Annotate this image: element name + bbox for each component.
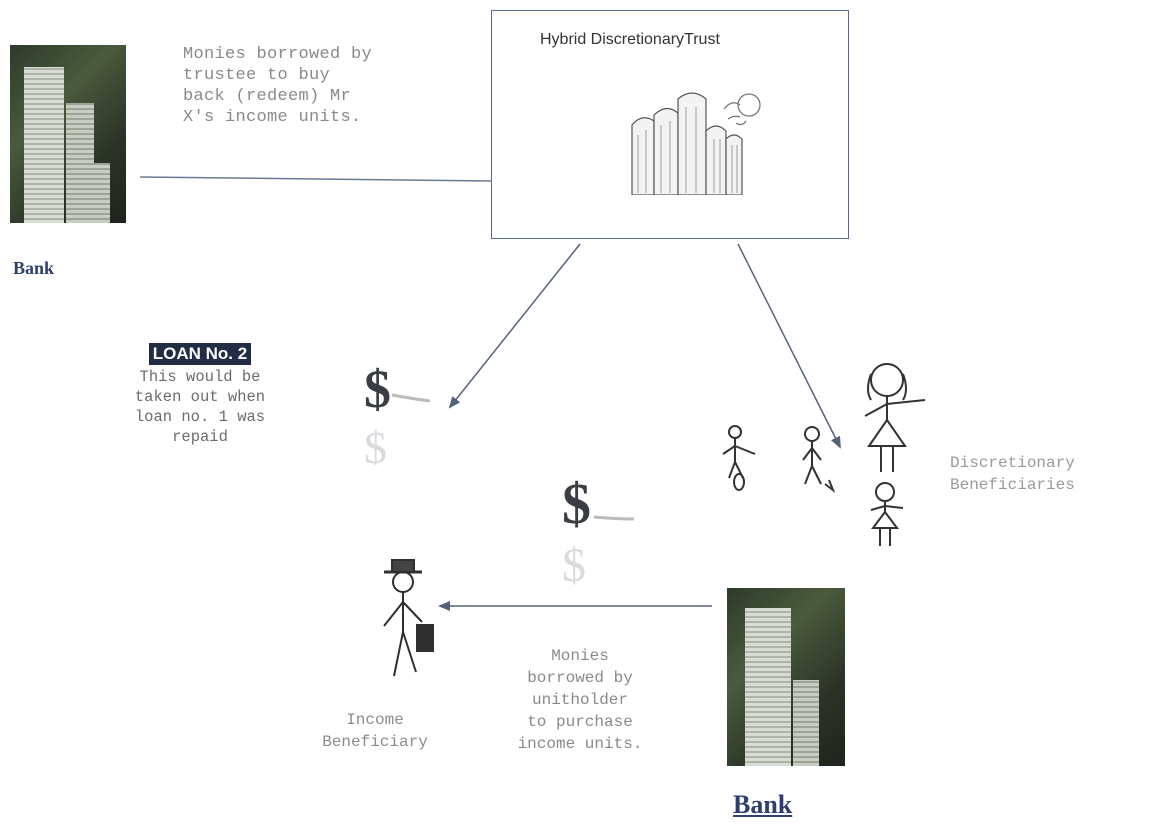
bottom-note: Monies borrowed by unitholder to purchas… bbox=[517, 647, 643, 753]
city-skyline-icon bbox=[631, 92, 761, 195]
trust-to-dollar-arrow bbox=[448, 243, 581, 409]
bank-label-bottom: Bank bbox=[733, 790, 793, 819]
discretionary-beneficiaries-label: Discretionary Beneficiaries bbox=[950, 454, 1075, 494]
income-beneficiary-label: Income Beneficiary bbox=[322, 711, 428, 751]
svg-text:$: $ bbox=[364, 359, 391, 419]
svg-text:$: $ bbox=[364, 422, 387, 465]
dollar-sign-icon: $ $ bbox=[364, 359, 431, 465]
svg-text:$: $ bbox=[562, 539, 586, 585]
bank-to-trust-line bbox=[139, 176, 493, 182]
top-note: Monies borrowed by trustee to buy back (… bbox=[183, 45, 373, 127]
bank-building-icon bbox=[727, 588, 845, 766]
loan2-text: This would be taken out when loan no. 1 … bbox=[134, 368, 266, 446]
bank-building-icon bbox=[10, 45, 126, 223]
loan2-block: LOAN No. 2 This would be taken out when … bbox=[75, 343, 325, 447]
svg-text:$: $ bbox=[562, 471, 591, 536]
businessman-icon bbox=[383, 559, 434, 677]
trust-box: Hybrid DiscretionaryTrust bbox=[491, 10, 849, 239]
loan2-title: LOAN No. 2 bbox=[148, 343, 252, 365]
dollar-sign-icon: $ $ bbox=[562, 471, 635, 585]
stick-figure-icon bbox=[722, 363, 926, 546]
bank-label-top: Bank bbox=[13, 258, 55, 278]
trust-title: Hybrid DiscretionaryTrust bbox=[540, 31, 720, 48]
